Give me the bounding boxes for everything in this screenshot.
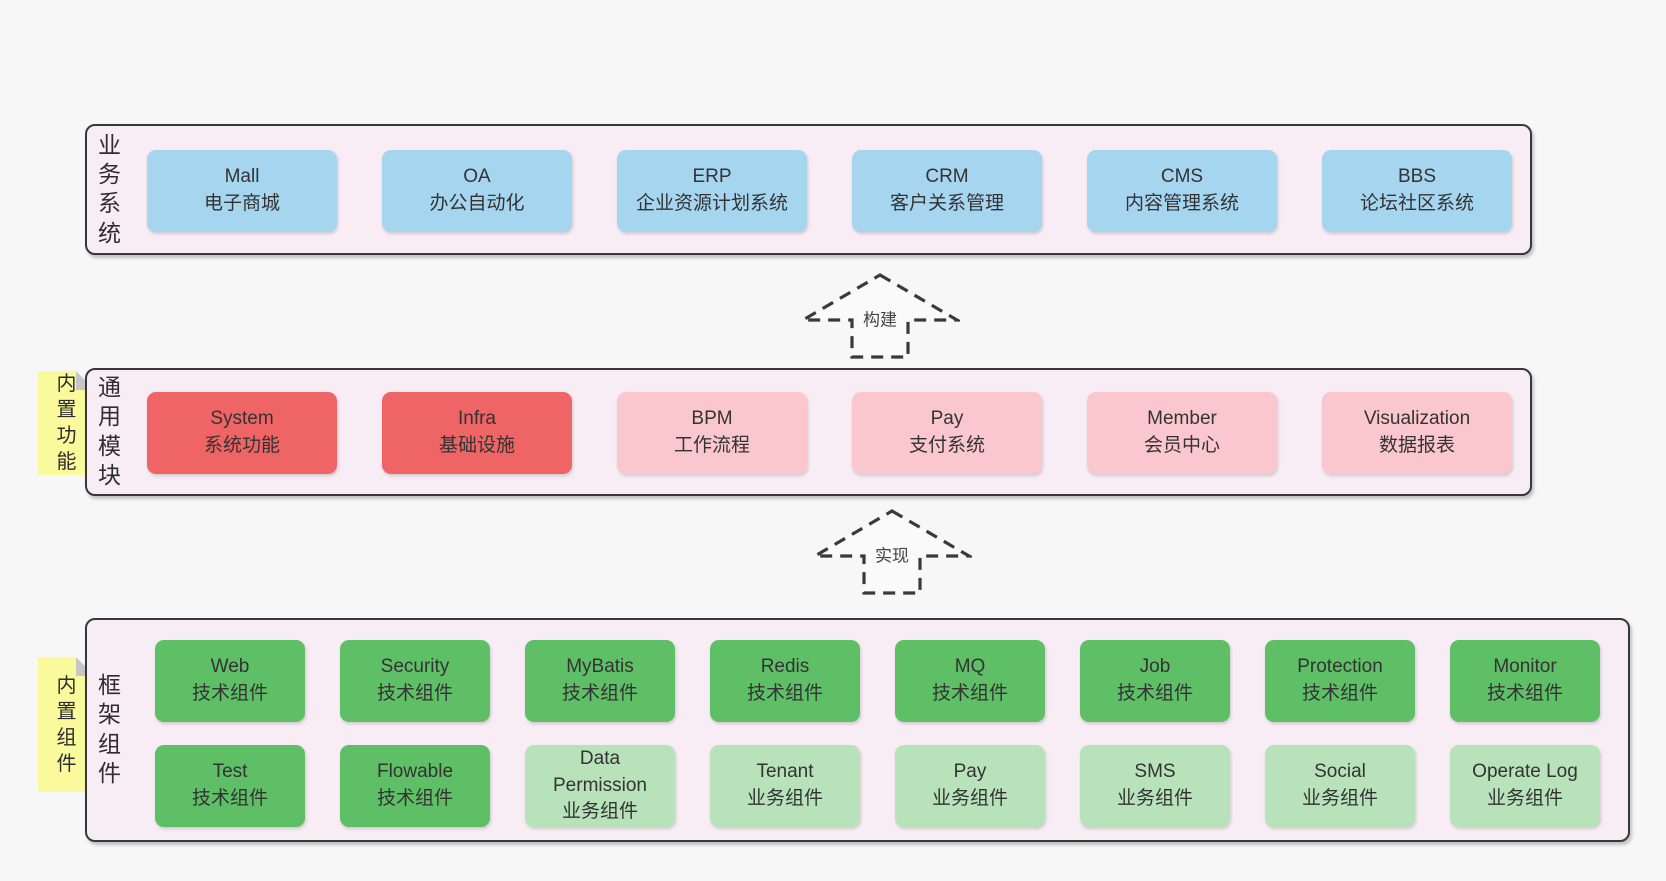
box-title: Protection	[1297, 656, 1383, 678]
box-subtitle: 技术组件	[1301, 683, 1378, 704]
box-subtitle: 工作流程	[673, 435, 750, 456]
box-web: Web 技术组件	[155, 640, 305, 722]
box-redis: Redis 技术组件	[710, 640, 860, 722]
box-mq: MQ 技术组件	[895, 640, 1045, 722]
box-visualization: Visualization 数据报表	[1322, 392, 1512, 474]
box-subtitle: 支付系统	[908, 435, 985, 456]
box-subtitle: 系统功能	[203, 435, 280, 456]
box-test: Test 技术组件	[155, 745, 305, 827]
box-title: Operate Log	[1472, 761, 1578, 783]
box-operate-log: Operate Log 业务组件	[1450, 745, 1600, 827]
box-subtitle: 技术组件	[376, 788, 453, 809]
box-title: Member	[1147, 408, 1217, 430]
box-title: Job	[1139, 656, 1171, 678]
box-title: Mall	[224, 166, 260, 188]
box-job: Job 技术组件	[1080, 640, 1230, 722]
box-title: MyBatis	[566, 656, 634, 678]
box-tenant: Tenant 业务组件	[710, 745, 860, 827]
box-title: CMS	[1160, 166, 1204, 188]
box-pay: Pay 支付系统	[852, 392, 1042, 474]
box-title: CRM	[925, 166, 969, 188]
arrow-label: 实现	[872, 540, 912, 568]
box-title: SMS	[1134, 761, 1176, 783]
box-title: Data Permission	[553, 747, 647, 796]
box-title: Pay	[953, 761, 987, 783]
box-infra: Infra 基础设施	[382, 392, 572, 474]
box-subtitle: 内容管理系统	[1124, 193, 1239, 214]
box-title: Redis	[760, 656, 810, 678]
section-label: 通用模块	[98, 374, 121, 489]
section-framework-components: 框架组件 Web 技术组件 Security 技术组件 MyBatis 技术组件…	[85, 618, 1630, 842]
box-mybatis: MyBatis 技术组件	[525, 640, 675, 722]
box-flowable: Flowable 技术组件	[340, 745, 490, 827]
box-social: Social 业务组件	[1265, 745, 1415, 827]
box-erp: ERP 企业资源计划系统	[617, 150, 807, 232]
section-label: 业务系统	[98, 131, 121, 246]
box-title: Security	[380, 656, 450, 678]
note-text: 内置组件	[56, 674, 77, 775]
box-crm: CRM 客户关系管理	[852, 150, 1042, 232]
box-subtitle: 会员中心	[1143, 435, 1220, 456]
box-title: Infra	[457, 408, 497, 430]
box-data-permission: Data Permission 业务组件	[525, 745, 675, 827]
box-subtitle: 数据报表	[1378, 435, 1455, 456]
box-sms: SMS 业务组件	[1080, 745, 1230, 827]
box-subtitle: 论坛社区系统	[1359, 193, 1474, 214]
section-label: 框架组件	[98, 672, 121, 787]
box-subtitle: 技术组件	[376, 683, 453, 704]
box-title: Flowable	[376, 761, 454, 783]
box-oa: OA 办公自动化	[382, 150, 572, 232]
arrow-implement: 实现	[812, 508, 972, 596]
box-title: MQ	[954, 656, 986, 678]
box-cms: CMS 内容管理系统	[1087, 150, 1277, 232]
box-subtitle: 办公自动化	[429, 193, 525, 214]
box-monitor: Monitor 技术组件	[1450, 640, 1600, 722]
box-title: BBS	[1397, 166, 1437, 188]
box-subtitle: 技术组件	[561, 683, 638, 704]
box-subtitle: 技术组件	[1486, 683, 1563, 704]
box-subtitle: 技术组件	[746, 683, 823, 704]
box-title: Visualization	[1363, 408, 1471, 430]
box-subtitle: 电子商城	[203, 193, 280, 214]
arrow-build: 构建	[800, 272, 960, 360]
box-title: Monitor	[1493, 656, 1557, 678]
box-member: Member 会员中心	[1087, 392, 1277, 474]
box-title: OA	[463, 166, 491, 188]
box-title: BPM	[691, 408, 733, 430]
box-subtitle: 技术组件	[191, 683, 268, 704]
arrow-label: 构建	[860, 304, 900, 332]
box-bpm: BPM 工作流程	[617, 392, 807, 474]
note-text: 内置功能	[56, 373, 77, 473]
box-bbs: BBS 论坛社区系统	[1322, 150, 1512, 232]
section-business-systems: 业务系统 Mall 电子商城 OA 办公自动化 ERP 企业资源计划系统 CRM…	[85, 124, 1532, 255]
box-title: Test	[212, 761, 248, 783]
box-subtitle: 业务组件	[746, 788, 823, 809]
box-subtitle: 业务组件	[1116, 788, 1193, 809]
box-subtitle: 业务组件	[1486, 788, 1563, 809]
box-title: Web	[210, 656, 250, 678]
box-title: Tenant	[756, 761, 814, 783]
box-subtitle: 技术组件	[191, 788, 268, 809]
box-subtitle: 企业资源计划系统	[635, 193, 788, 214]
box-mall: Mall 电子商城	[147, 150, 337, 232]
box-subtitle: 技术组件	[1116, 683, 1193, 704]
box-subtitle: 业务组件	[931, 788, 1008, 809]
box-system: System 系统功能	[147, 392, 337, 474]
box-subtitle: 业务组件	[1301, 788, 1378, 809]
section-common-modules: 通用模块 System 系统功能 Infra 基础设施 BPM 工作流程 Pay…	[85, 368, 1532, 496]
box-subtitle: 技术组件	[931, 683, 1008, 704]
box-subtitle: 基础设施	[438, 435, 515, 456]
box-title: System	[210, 408, 274, 430]
box-protection: Protection 技术组件	[1265, 640, 1415, 722]
box-pay-component: Pay 业务组件	[895, 745, 1045, 827]
box-security: Security 技术组件	[340, 640, 490, 722]
box-subtitle: 客户关系管理	[889, 193, 1004, 214]
box-title: Social	[1314, 761, 1366, 783]
box-title: ERP	[692, 166, 732, 188]
box-subtitle: 业务组件	[561, 801, 638, 823]
box-title: Pay	[930, 408, 964, 430]
